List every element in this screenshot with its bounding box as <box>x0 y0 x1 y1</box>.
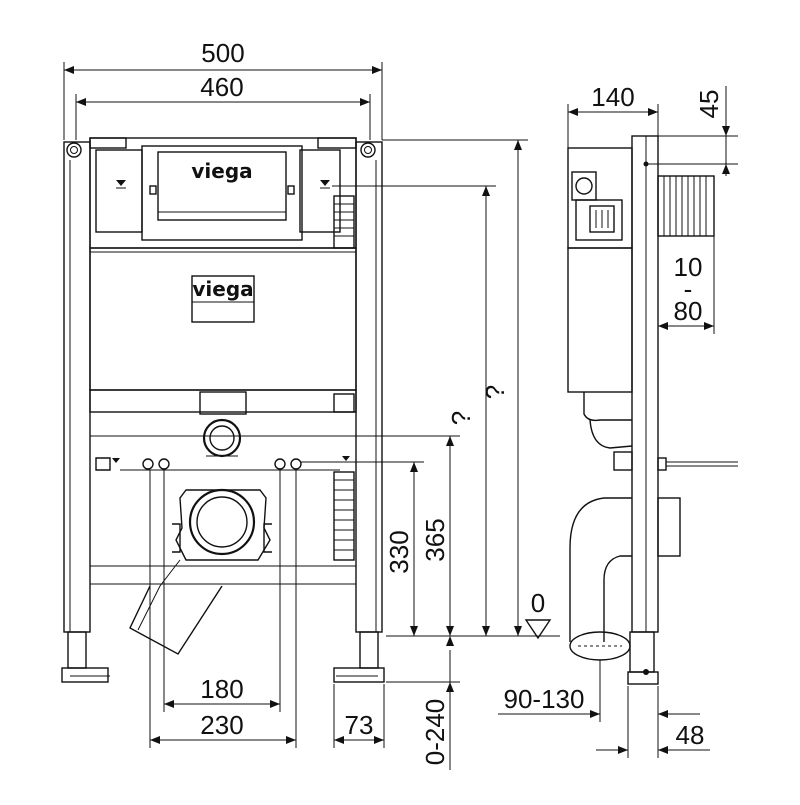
dim-wall-range-sep: - <box>684 274 693 304</box>
side-wall-bracket <box>657 175 738 471</box>
dim-foot-adjust: 0-240 <box>386 636 460 770</box>
middle-rails <box>89 389 357 585</box>
dim-bracket-spacing-label: 230 <box>200 710 243 740</box>
dim-foot-width-label: 73 <box>345 710 374 740</box>
dim-overall-width: 500 <box>63 38 383 140</box>
dim-fixing-height: 330 <box>300 461 424 636</box>
cistern-body: viega <box>89 247 357 391</box>
fixing-bolts <box>95 456 350 471</box>
dim-drain-height-label: 365 <box>420 518 450 561</box>
lower-side-rail <box>333 471 355 561</box>
frame-left-upright <box>61 141 110 683</box>
dim-foot-offset: 48 <box>596 686 710 758</box>
dim-wall-range: 10 - 80 <box>657 236 715 334</box>
front-view: 500 460 <box>61 38 560 770</box>
dim-overall-width-label: 500 <box>201 38 244 68</box>
dim-wall-range-top: 10 <box>674 252 703 282</box>
frame-right-upright <box>333 141 385 683</box>
dim-foot-adjust-label: 0-240 <box>420 699 450 766</box>
dim-top-offset-label: 45 <box>694 90 724 119</box>
cistern-head: viega <box>89 137 357 249</box>
dim-top-offset: 45 <box>646 86 738 176</box>
dim-fixing-height-label: 330 <box>384 530 414 573</box>
dim-drain-offset: 90-130 <box>498 660 700 722</box>
dim-height-b: ? <box>382 139 528 636</box>
dim-bolt-spacing: 180 <box>163 470 281 712</box>
side-view: 140 45 <box>498 82 738 758</box>
dim-foot-offset-label: 48 <box>676 720 705 750</box>
side-drain-pipe <box>569 497 681 661</box>
viega-logo-top: viega <box>191 159 252 183</box>
side-cistern <box>567 147 633 471</box>
dim-inner-width-label: 460 <box>200 72 243 102</box>
dim-inner-width: 460 <box>75 72 371 140</box>
dim-foot-width: 73 <box>333 684 385 748</box>
dim-height-a: ? <box>332 185 496 636</box>
dim-height-b-label: ? <box>480 385 510 399</box>
dim-drain-offset-label: 90-130 <box>504 684 585 714</box>
dim-bracket-spacing: 230 <box>149 470 297 748</box>
dim-depth: 140 <box>567 82 659 148</box>
dim-bolt-spacing-label: 180 <box>200 674 243 704</box>
datum-zero: 0 <box>386 588 560 640</box>
drain-bend-front <box>129 488 272 655</box>
viega-logo-panel: viega <box>192 277 253 301</box>
dim-wall-range-bottom: 80 <box>674 296 703 326</box>
dim-drain-height: 365 <box>244 435 460 636</box>
inlet-connection <box>202 418 242 458</box>
dim-depth-label: 140 <box>591 82 634 112</box>
datum-label: 0 <box>531 588 545 618</box>
dim-height-a-label: ? <box>446 411 476 425</box>
